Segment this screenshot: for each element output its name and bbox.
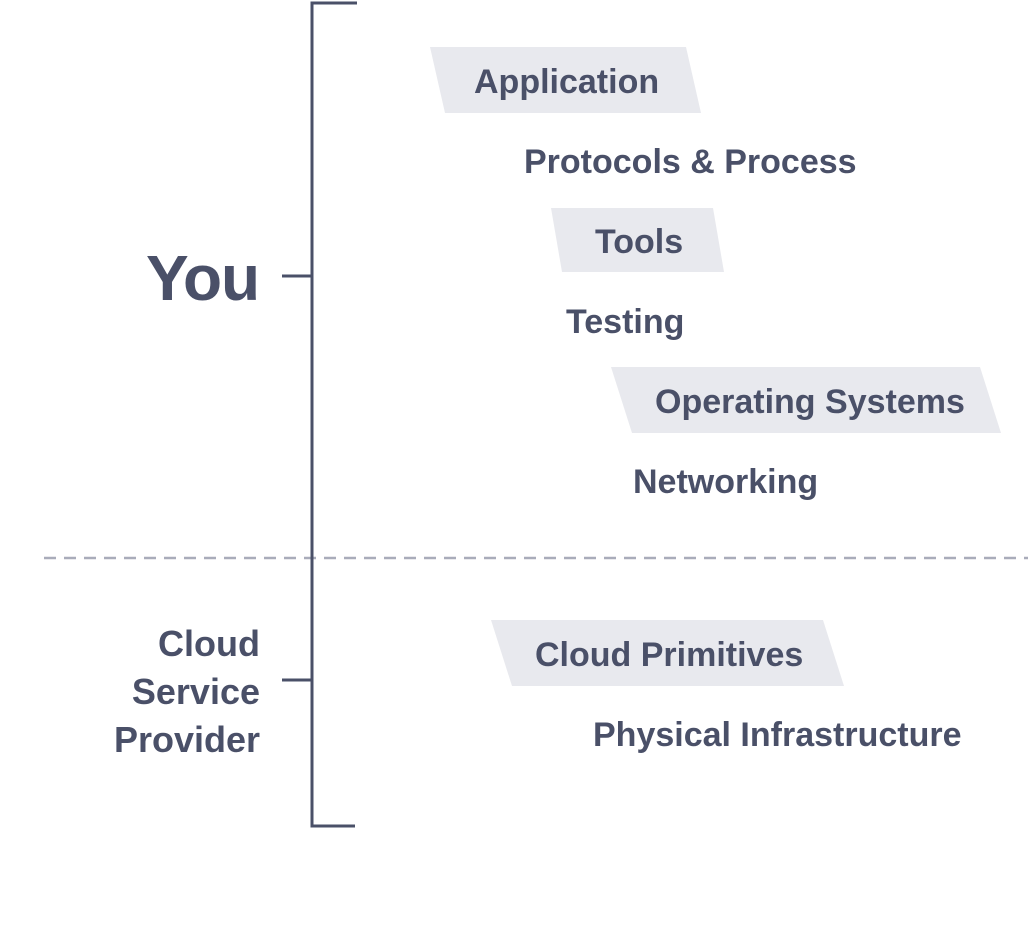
- you-label: You: [146, 242, 260, 314]
- layer-tools: Tools: [595, 223, 684, 261]
- layer-application: Application: [474, 63, 660, 101]
- application-highlight: [430, 47, 701, 113]
- tools-highlight: [551, 208, 724, 272]
- layer-cloud-primitives: Cloud Primitives: [535, 636, 804, 674]
- operating-systems-highlight: [611, 367, 1001, 433]
- layer-operating-systems: Operating Systems: [655, 383, 965, 421]
- layer-networking: Networking: [633, 463, 819, 501]
- layer-physical-infrastructure: Physical Infrastructure: [593, 716, 962, 754]
- provider-label-line: Cloud: [158, 623, 260, 664]
- provider-label-line: Provider: [113, 719, 260, 760]
- bracket: [310, 1, 357, 828]
- cloud-primitives-highlight: [491, 620, 844, 686]
- provider-label-line: Service: [131, 671, 260, 712]
- layer-protocols-process: Protocols & Process: [524, 143, 857, 181]
- cloud-service-provider-label: Cloud Service Provider: [114, 620, 260, 764]
- layer-testing: Testing: [566, 303, 685, 341]
